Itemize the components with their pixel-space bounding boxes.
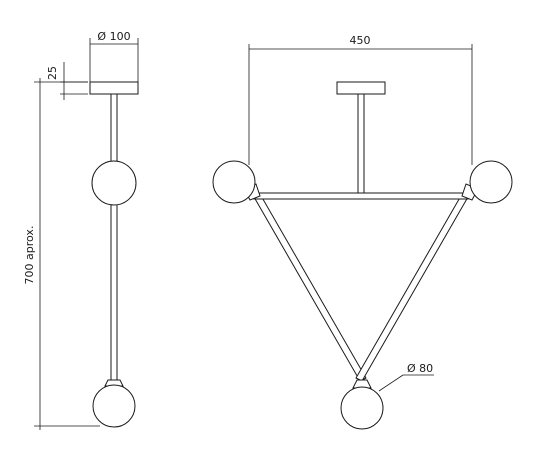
side-rod [110, 93, 118, 385]
globe-diameter-callout: Ø 80 [378, 362, 434, 392]
width-dimension: 450 [248, 34, 473, 165]
frame-right-arm [355, 193, 469, 382]
front-globe-right [469, 160, 513, 204]
front-view: 450 Ø 80 [212, 34, 513, 430]
front-globe-left [212, 160, 256, 204]
canopy-diameter-dimension: Ø 100 [89, 30, 139, 82]
frame-top-bar [253, 192, 469, 200]
front-rod [357, 93, 365, 194]
canopy-height-label: 25 [46, 66, 59, 80]
canopy-height-dimension: 25 [46, 62, 88, 100]
side-globe-middle [91, 160, 137, 206]
total-height-dimension: 700 aprox. [23, 78, 100, 430]
front-globe-bottom [340, 386, 384, 430]
side-globe-bottom [92, 384, 136, 428]
side-view: Ø 100 25 700 aprox. [23, 30, 139, 430]
width-label: 450 [350, 34, 371, 47]
frame-left-arm [253, 193, 367, 382]
globe-diameter-label: Ø 80 [407, 362, 433, 375]
front-canopy [336, 81, 386, 95]
total-height-label: 700 aprox. [23, 226, 36, 285]
side-canopy [89, 81, 139, 95]
canopy-diameter-label: Ø 100 [97, 30, 130, 43]
